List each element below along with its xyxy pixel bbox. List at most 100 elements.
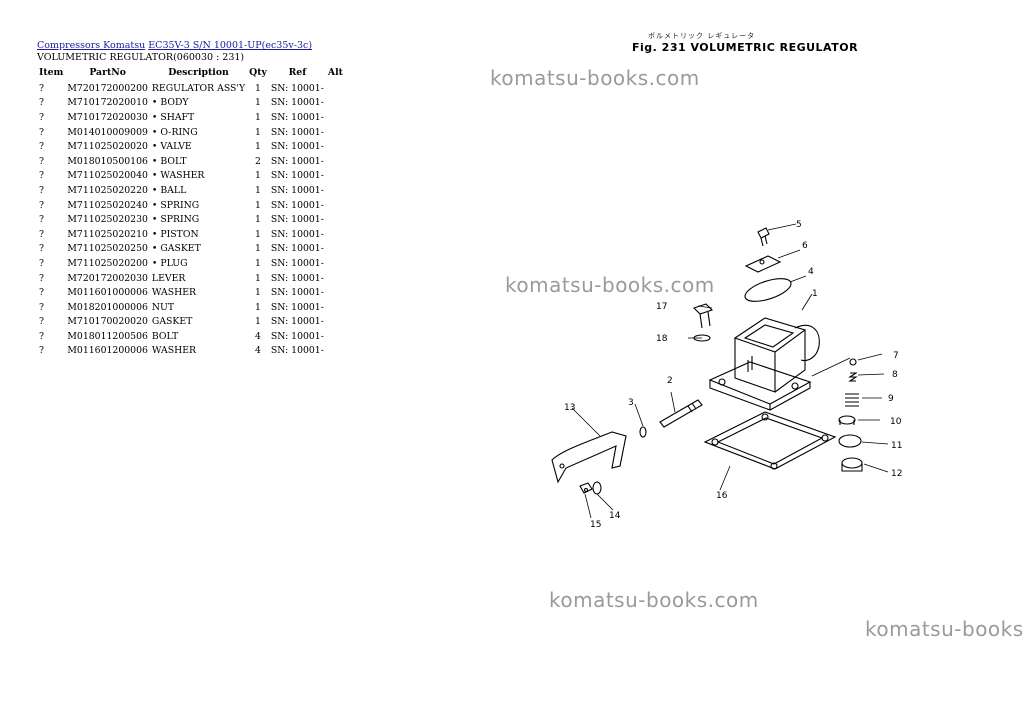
cell-partno: M711025020200 — [67, 257, 148, 269]
cell-description: • VALVE — [151, 141, 192, 153]
header-description: Description — [168, 67, 229, 78]
watermark-2: komatsu-books.com — [505, 273, 715, 297]
callout-13: 13 — [564, 403, 575, 413]
header-item: Item — [39, 67, 64, 78]
cell-ref: SN: 10001- — [270, 155, 324, 167]
part-bolt-17 — [692, 303, 714, 329]
callout-3: 3 — [628, 398, 634, 408]
cell-item: ? — [39, 214, 44, 226]
callout-18: 18 — [656, 334, 668, 344]
parts-table-header: Item PartNo Description Qty Ref Alt — [37, 66, 345, 81]
figure-title: ボルメトリック レギュレータ Fig. 231 VOLUMETRIC REGUL… — [632, 32, 858, 54]
page-subtitle: VOLUMETRIC REGULATOR(060030 : 231) — [37, 52, 245, 63]
part-washer-6 — [744, 255, 782, 273]
breadcrumb-link-model[interactable]: EC35V-3 S/N 10001-UP(ec35v-3c) — [148, 40, 313, 51]
cell-item: ? — [39, 97, 44, 109]
cell-alt — [326, 271, 345, 286]
callout-15: 15 — [590, 520, 601, 530]
cell-partno: M711025020240 — [67, 199, 148, 211]
header-alt: Alt — [327, 67, 343, 78]
cell-ref: SN: 10001- — [270, 141, 324, 153]
breadcrumb-link-compressors[interactable]: Compressors Komatsu — [37, 40, 146, 51]
cell-alt — [326, 315, 345, 330]
callout-12: 12 — [891, 469, 902, 479]
cell-alt — [326, 300, 345, 315]
cell-description: • SHAFT — [151, 111, 195, 123]
cell-ref: SN: 10001- — [270, 243, 324, 255]
cell-item: ? — [39, 170, 44, 182]
cell-ref: SN: 10001- — [270, 184, 324, 196]
breadcrumb: Compressors Komatsu EC35V-3 S/N 10001-UP… — [37, 40, 312, 51]
callout-6: 6 — [802, 241, 808, 251]
cell-qty: 1 — [255, 287, 261, 299]
cell-item: ? — [39, 126, 44, 138]
cell-alt — [326, 183, 345, 198]
cell-partno: M011601200006 — [67, 345, 148, 357]
cell-ref: SN: 10001- — [270, 345, 324, 357]
cell-description: GASKET — [151, 316, 193, 328]
part-spring-9 — [845, 393, 859, 407]
part-body-1 — [708, 317, 820, 411]
cell-partno: M720172000200 — [67, 82, 148, 94]
cell-alt — [326, 198, 345, 213]
part-nut-15 — [579, 482, 593, 494]
cell-ref: SN: 10001- — [270, 228, 324, 240]
cell-partno: M711025020020 — [67, 141, 148, 153]
cell-alt — [326, 154, 345, 169]
cell-item: ? — [39, 272, 44, 284]
cell-description: LEVER — [151, 272, 186, 284]
cell-partno: M711025020040 — [67, 170, 148, 182]
part-gasket-11 — [838, 434, 862, 448]
cell-qty: 1 — [255, 141, 261, 153]
callout-7: 7 — [893, 351, 899, 361]
cell-ref: SN: 10001- — [270, 111, 324, 123]
cell-qty: 1 — [255, 257, 261, 269]
part-piston-10 — [838, 415, 856, 425]
cell-alt — [326, 329, 345, 344]
cell-ref: SN: 10001- — [270, 170, 324, 182]
cell-partno: M011601000006 — [67, 287, 148, 299]
part-oring-3 — [639, 426, 647, 438]
cell-partno: M711025020230 — [67, 214, 148, 226]
cell-qty: 1 — [255, 111, 261, 123]
callout-4: 4 — [808, 267, 814, 277]
cell-item: ? — [39, 257, 44, 269]
part-spring-8 — [848, 372, 858, 382]
cell-item: ? — [39, 243, 44, 255]
cell-ref: SN: 10001- — [270, 257, 324, 269]
cell-qty: 1 — [255, 301, 261, 313]
callout-1: 1 — [812, 289, 818, 299]
cell-item: ? — [39, 330, 44, 342]
header-partno: PartNo — [89, 67, 126, 78]
callout-10: 10 — [890, 417, 902, 427]
cell-qty: 1 — [255, 184, 261, 196]
callout-5: 5 — [796, 220, 802, 230]
callout-11: 11 — [891, 441, 902, 451]
watermark-4: komatsu-books.com — [865, 617, 1024, 641]
cell-description: WASHER — [151, 345, 196, 357]
cell-alt — [326, 212, 345, 227]
cell-qty: 1 — [255, 243, 261, 255]
cell-item: ? — [39, 316, 44, 328]
cell-ref: SN: 10001- — [270, 272, 324, 284]
cell-description: • PISTON — [151, 228, 199, 240]
cell-ref: SN: 10001- — [270, 82, 324, 94]
header-ref: Ref — [288, 67, 307, 78]
cell-description: WASHER — [151, 287, 196, 299]
cell-alt — [326, 227, 345, 242]
cell-qty: 1 — [255, 126, 261, 138]
cell-qty: 1 — [255, 199, 261, 211]
cell-description: • PLUG — [151, 257, 188, 269]
watermark-3: komatsu-books.com — [549, 588, 759, 612]
cell-alt — [326, 344, 345, 359]
cell-description: NUT — [151, 301, 175, 313]
cell-partno: M720172002030 — [67, 272, 148, 284]
